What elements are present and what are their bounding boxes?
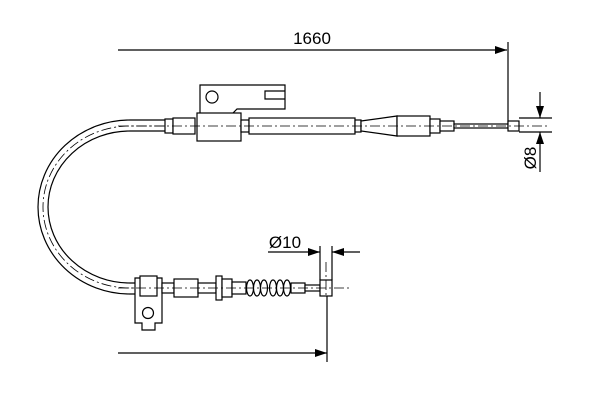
end-diameter-dimension: Ø8: [519, 92, 552, 172]
length-dimension: 1660: [118, 29, 509, 125]
bottom-dimension: [118, 296, 328, 362]
bracket-hole: [205, 90, 219, 104]
end-diameter-label: Ø8: [521, 147, 540, 170]
fitting-diameter-dimension: Ø10: [268, 233, 360, 280]
length-label: 1660: [293, 29, 331, 48]
top-fittings: [118, 84, 550, 142]
cable-sheath: [37, 119, 165, 295]
bottom-fittings: [118, 262, 350, 331]
fitting-diameter-label: Ø10: [269, 233, 301, 252]
